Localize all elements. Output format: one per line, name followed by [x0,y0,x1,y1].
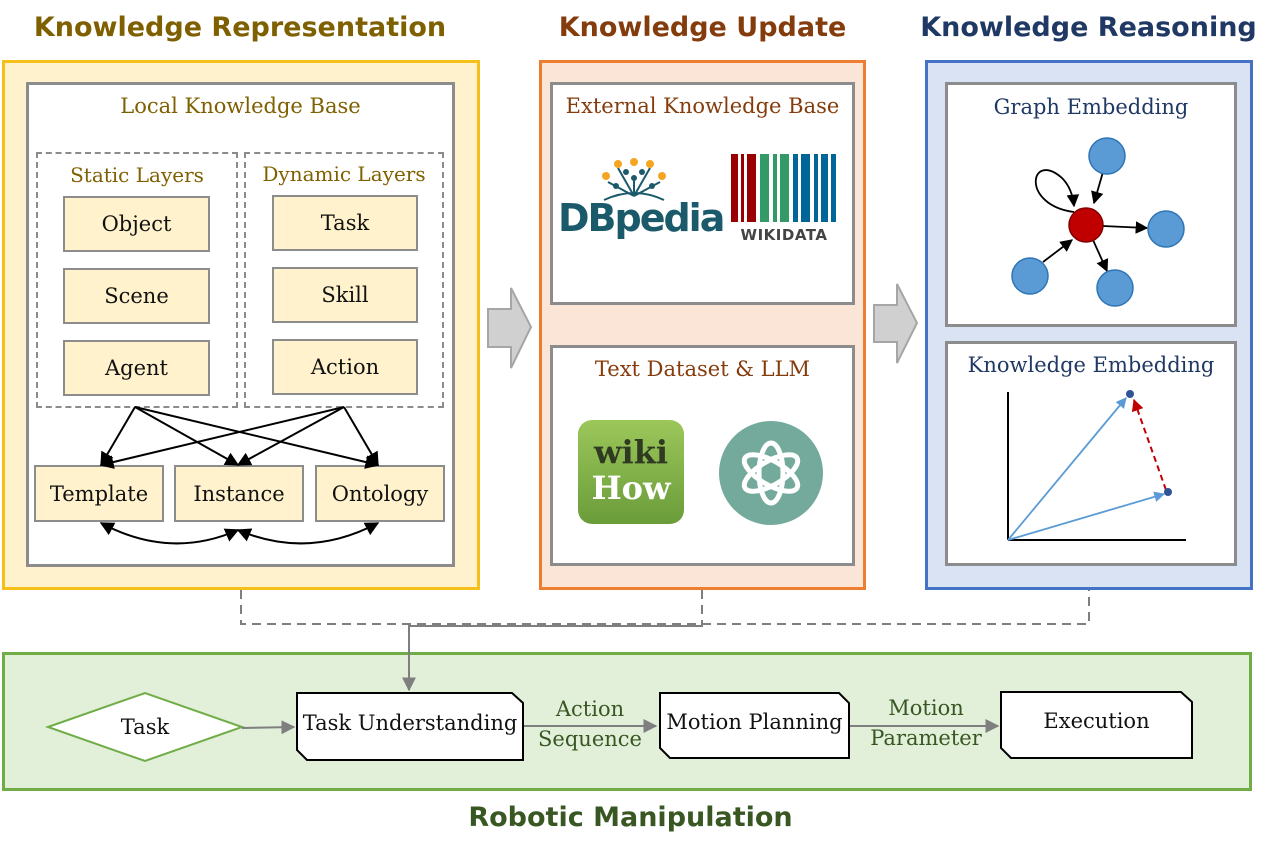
wikidata-barcode-icon [731,154,836,222]
wikihow-wordmark-line1: wiki [593,433,669,471]
output-ontology: Ontology [315,465,445,522]
static-layer-object: Object [63,196,210,252]
dbpedia-tree-icon [602,158,666,201]
graph-embedding-panel [945,82,1237,327]
task-understanding-label: Task Understanding [302,711,518,735]
static-layer-agent: Agent [63,340,210,396]
text-dataset-label: Text Dataset & LLM [594,357,811,381]
motion-parameter-label-line2: Parameter [870,726,982,750]
knowledge-embedding-label: Knowledge Embedding [967,353,1215,377]
openai-logo [719,421,823,525]
openai-knot-icon [719,421,823,525]
action-sequence-label-line2: Sequence [538,727,642,751]
execution-label: Execution [1043,709,1150,733]
external-knowledge-base-label: External Knowledge Base [565,94,840,118]
action-sequence-label-line1: Action [555,697,625,721]
output-template: Template [34,465,164,522]
static-layer-scene: Scene [63,268,210,324]
update-title: Knowledge Update [558,12,847,43]
reasoning-title: Knowledge Reasoning [920,12,1257,43]
task-label: Task [120,715,170,739]
dynamic-layers-label: Dynamic Layers [262,162,426,186]
wikidata-logo: WIKIDATA [729,154,839,246]
dbpedia-logo: DBpedia [558,150,725,250]
static-layers-label: Static Layers [70,163,204,187]
dashed-collector-lines [240,590,1090,625]
representation-title: Knowledge Representation [33,12,447,43]
manipulation-title: Robotic Manipulation [468,802,793,833]
graph-embedding-label: Graph Embedding [993,95,1189,119]
wikihow-logo: wiki How [578,420,684,524]
output-instance: Instance [174,465,304,522]
motion-planning-label: Motion Planning [666,710,843,734]
local-knowledge-base-label: Local Knowledge Base [120,94,361,118]
dynamic-layer-skill: Skill [272,267,418,323]
wikidata-wordmark: WIKIDATA [740,226,828,244]
dynamic-layer-action: Action [272,339,418,395]
dbpedia-wordmark: DBpedia [558,196,725,240]
block-arrow-representation-to-update [487,287,533,369]
block-arrow-update-to-reasoning [873,283,919,364]
wikihow-wordmark-line2: How [591,469,671,507]
motion-parameter-label-line1: Motion [888,696,964,720]
dynamic-layer-task: Task [272,195,418,251]
